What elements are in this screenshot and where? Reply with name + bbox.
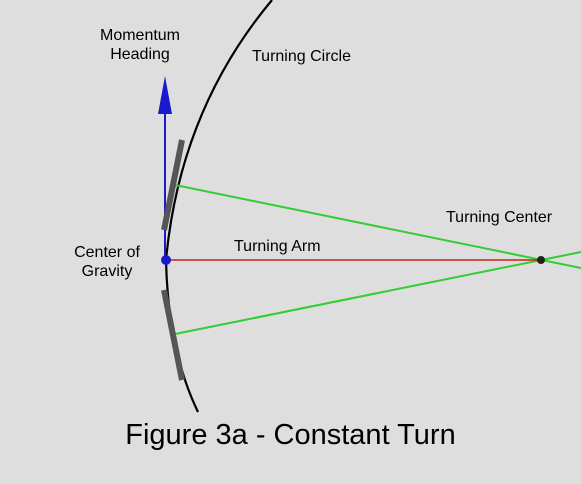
turning-arm-label: Turning Arm [234, 238, 321, 255]
turning-center-label: Turning Center [446, 209, 553, 226]
center-of-gravity-line1: Center of [74, 244, 140, 261]
momentum-arrow-head [158, 76, 172, 114]
center-of-gravity-label: Center of Gravity [66, 243, 148, 281]
front-tire [161, 139, 185, 231]
center-of-gravity-point [161, 255, 171, 265]
momentum-heading-label: Momentum Heading [92, 26, 188, 64]
turning-circle-label: Turning Circle [252, 48, 351, 65]
center-of-gravity-line2: Gravity [81, 263, 133, 280]
front-wheel-line [174, 184, 581, 269]
momentum-heading-line1: Momentum [99, 27, 181, 44]
rear-tire [161, 289, 185, 381]
turning-center-point [537, 256, 545, 264]
momentum-heading-line2: Heading [110, 46, 170, 63]
rear-wheel-line [174, 251, 581, 335]
figure-caption: Figure 3a - Constant Turn [125, 419, 456, 451]
